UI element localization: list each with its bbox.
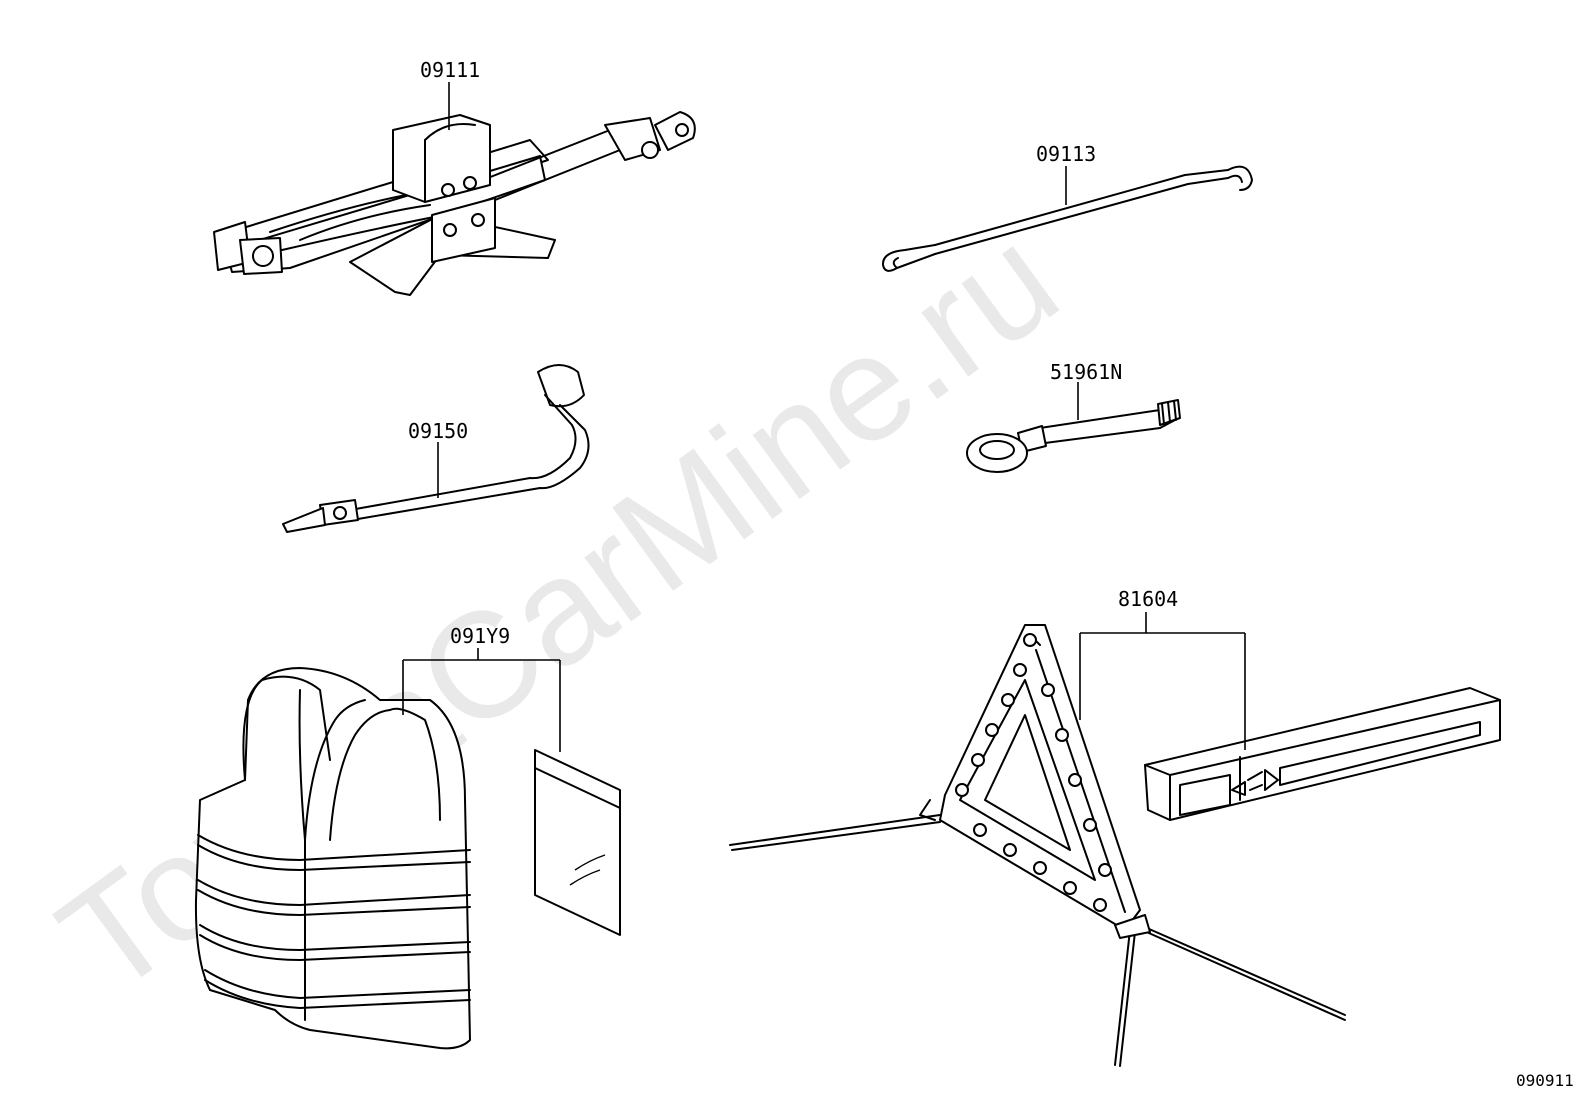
warning-triangle-part[interactable] — [729, 624, 1501, 1067]
jack-part[interactable] — [213, 111, 696, 296]
part-number-091Y9: 091Y9 — [450, 624, 510, 648]
wheel-wrench-part[interactable] — [282, 364, 590, 533]
part-number-09113: 09113 — [1036, 142, 1096, 166]
part-number-51961N: 51961N — [1050, 360, 1122, 384]
part-number-09111: 09111 — [420, 58, 480, 82]
jack-handle-part[interactable] — [881, 165, 1253, 272]
towing-eye-part[interactable] — [966, 399, 1181, 473]
diagram-reference-code: 090911 — [1516, 1071, 1574, 1090]
part-number-81604: 81604 — [1118, 587, 1178, 611]
safety-vest-part[interactable] — [194, 667, 621, 1050]
part-number-09150: 09150 — [408, 419, 468, 443]
